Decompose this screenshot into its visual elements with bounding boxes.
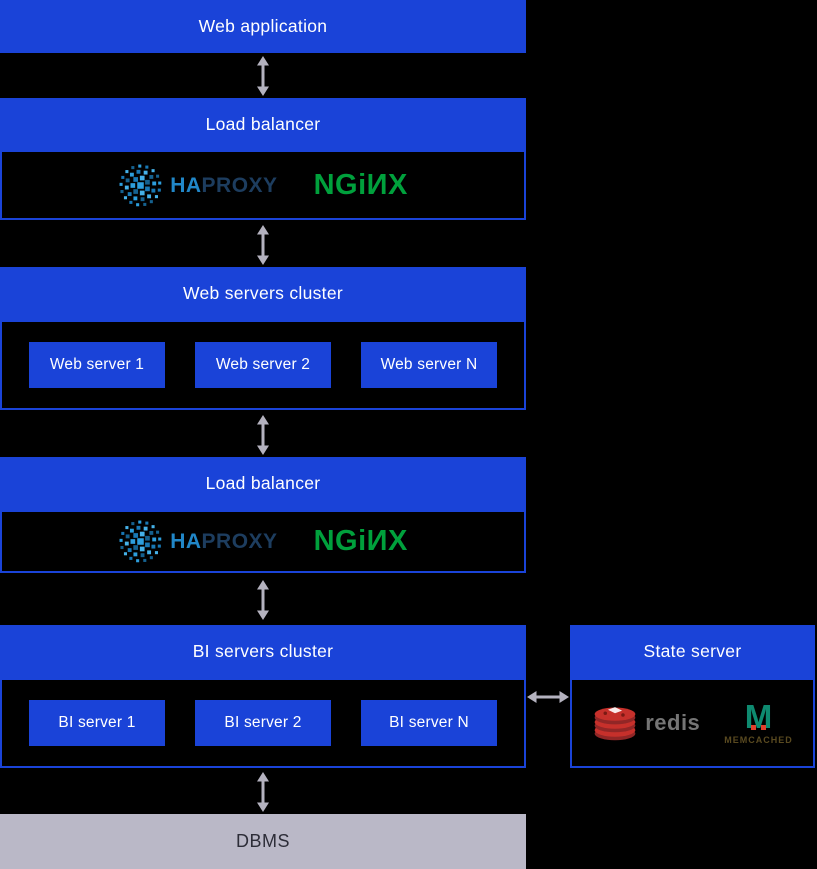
haproxy-wordmark: HAPROXY — [170, 173, 278, 197]
load-balancer-top-body: HAPROXY NGiИX — [0, 150, 526, 220]
node-load-balancer-bottom: Load balancer — [0, 457, 526, 510]
web-server-n-node: Web server N — [361, 342, 497, 388]
connector-webcluster-loadbalancer — [0, 412, 526, 457]
bi-server-n-node: BI server N — [361, 700, 497, 746]
web-application-label: Web application — [198, 16, 328, 36]
haproxy-logo: HAPROXY — [118, 519, 277, 564]
redis-logo: redis — [592, 702, 700, 744]
node-dbms: DBMS — [0, 814, 526, 869]
node-load-balancer-top: Load balancer — [0, 98, 526, 150]
double-arrow-vertical-icon — [257, 414, 269, 455]
haproxy-mesh-icon — [119, 520, 162, 563]
haproxy-logo: HAPROXY — [118, 163, 277, 208]
nginx-logo: NGiИX — [313, 525, 408, 557]
load-balancer-bottom-body: HAPROXY NGiИX — [0, 510, 526, 573]
double-arrow-vertical-icon — [257, 55, 269, 96]
nginx-logo: NGiИX — [313, 168, 408, 201]
haproxy-mesh-icon — [119, 164, 162, 206]
bi-server-2-node: BI server 2 — [195, 700, 331, 746]
load-balancer-top-label: Load balancer — [205, 113, 321, 134]
memcached-wordmark: MEMCACHED — [724, 734, 793, 745]
bi-server-1-node: BI server 1 — [29, 700, 165, 746]
connector-bicluster-dbms — [0, 770, 526, 814]
bi-servers-cluster-label: BI servers cluster — [192, 641, 334, 661]
web-server-2-node: Web server 2 — [195, 342, 331, 388]
connector-loadbalancer-webcluster — [0, 222, 526, 267]
redis-icon — [594, 707, 636, 741]
memcached-logo: M MEMCACHED — [724, 698, 793, 745]
connector-loadbalancer-bicluster — [0, 575, 526, 625]
node-web-servers-cluster: Web servers cluster — [0, 267, 526, 320]
memcached-m-icon: M — [744, 698, 773, 736]
double-arrow-horizontal-icon — [527, 691, 569, 703]
double-arrow-vertical-icon — [257, 224, 269, 265]
bi-servers-cluster-body: BI server 1 BI server 2 BI server N — [0, 678, 526, 768]
haproxy-wordmark: HAPROXY — [170, 530, 278, 553]
node-bi-servers-cluster: BI servers cluster — [0, 625, 526, 678]
dbms-label: DBMS — [235, 831, 290, 851]
memcached-dot-icon — [750, 724, 756, 730]
state-server-body: redis M MEMCACHED — [570, 678, 815, 768]
double-arrow-vertical-icon — [257, 772, 269, 812]
node-web-application: Web application — [0, 0, 526, 53]
connector-webapp-loadbalancer — [0, 53, 526, 98]
node-state-server: State server — [570, 625, 815, 678]
memcached-dot-icon — [761, 724, 767, 730]
connector-bicluster-stateserver — [526, 688, 570, 706]
redis-wordmark: redis — [645, 710, 701, 735]
web-server-1-node: Web server 1 — [29, 342, 165, 388]
web-servers-cluster-body: Web server 1 Web server 2 Web server N — [0, 320, 526, 410]
double-arrow-vertical-icon — [257, 580, 269, 620]
web-servers-cluster-label: Web servers cluster — [182, 283, 343, 303]
load-balancer-bottom-label: Load balancer — [205, 473, 321, 493]
state-server-label: State server — [643, 641, 742, 661]
